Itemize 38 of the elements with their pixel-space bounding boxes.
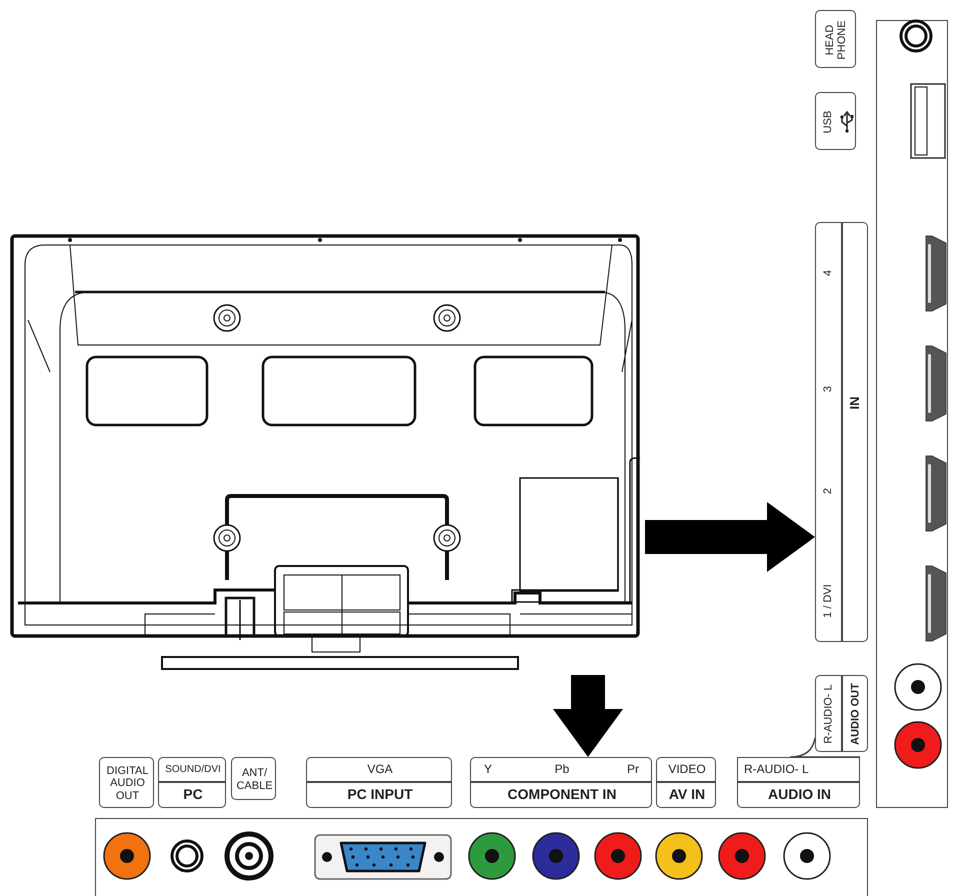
port-label [815,222,868,642]
port-label: 1 / DVI [822,583,834,620]
port-label: 3 [822,384,834,394]
port-group-label: COMPONENT IN [506,785,618,804]
port-label [737,757,860,808]
port-group-label: IN [848,396,862,412]
connector-panel [95,818,868,896]
arrow [645,502,815,572]
port-label: DIGITAL AUDIO OUT [106,764,150,804]
port-label [306,757,452,808]
port-label: HEAD PHONE [824,19,848,62]
port-label: USB [822,110,834,136]
port-label [656,757,716,808]
port-label: R-AUDIO- L [822,683,834,746]
port-label: ANT/ CABLE [235,766,274,794]
port-label: Pb [554,760,570,778]
port-label [231,757,276,800]
port-label [815,10,856,68]
port-label: Y [482,760,493,778]
port-group-label: AUDIO IN [767,785,832,804]
port-label: Pr [626,760,640,778]
port-label: VIDEO [667,760,707,778]
port-label: 2 [822,486,834,496]
port-group-label: AV IN [668,785,706,804]
port-group-label: PC [182,785,204,804]
port-label [815,675,868,752]
port-label: 4 [822,268,834,278]
port-label [470,757,652,808]
port-label: R-AUDIO- L [744,760,810,778]
arrow [553,675,623,757]
connector-panel [876,20,948,808]
port-group-label: AUDIO OUT [848,682,862,747]
port-label: SOUND/DVI [164,763,222,777]
port-label [815,92,856,150]
port-label [158,757,226,808]
port-label: VGA [366,760,394,778]
port-group-label: PC INPUT [346,785,414,804]
port-label [99,757,154,808]
